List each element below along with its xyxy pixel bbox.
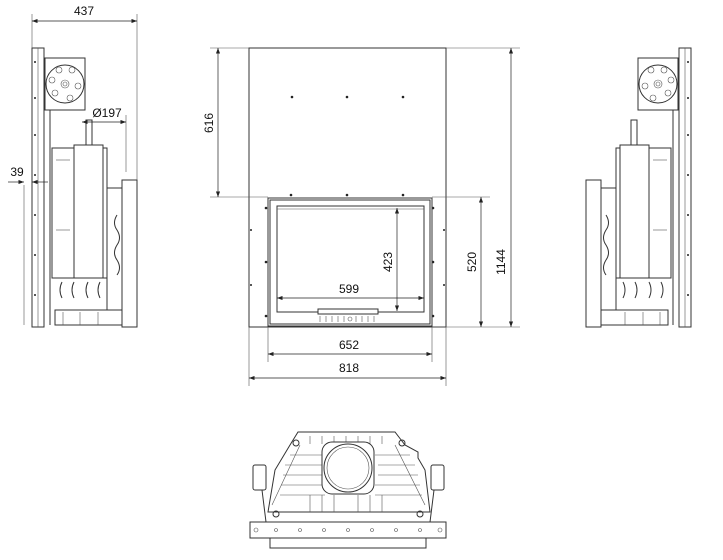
door-width-label: 652: [339, 338, 359, 352]
right-side-view: [585, 47, 692, 328]
glass-width-label: 599: [339, 282, 359, 296]
offset-label: 39: [10, 165, 24, 179]
total-height-label: 1144: [494, 249, 508, 275]
plan-view: [249, 431, 447, 549]
depth-label: 437: [74, 4, 94, 18]
door-height-label: 520: [465, 252, 479, 272]
left-side-view: 437 Ø197 39: [8, 4, 138, 328]
flue-diameter-label: Ø197: [92, 106, 122, 120]
upper-height-label: 616: [202, 113, 216, 133]
front-view: 616 423 599 520 1144 652 818: [202, 47, 520, 386]
total-width-label: 818: [339, 361, 359, 375]
glass-height-label: 423: [381, 252, 395, 272]
